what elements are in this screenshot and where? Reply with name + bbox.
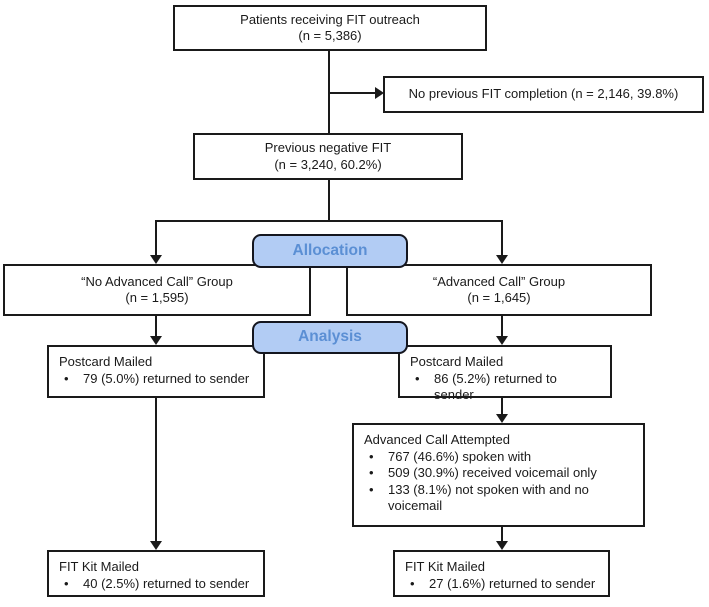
connector-right-group-to-postcard [501, 316, 503, 337]
connector-split-to-right-group [501, 220, 503, 256]
arrowhead-into-left-group [150, 255, 162, 264]
arrowhead-into-right-fit-kit [496, 541, 508, 550]
arrowhead-into-right-postcard [496, 336, 508, 345]
box-title: Advanced Call Attempted [364, 432, 510, 447]
box-advanced-call-group: “Advanced Call” Group (n = 1,645) [346, 264, 652, 316]
box-title: Postcard Mailed [410, 354, 504, 369]
phase-label-text: Allocation [292, 241, 368, 259]
connector-split-horizontal [155, 220, 503, 222]
bullet-item: 79 (5.0%) returned to sender [59, 371, 253, 388]
box-text-line: “Advanced Call” Group [432, 273, 566, 289]
connector-left-group-to-postcard [155, 316, 157, 337]
box-text-line: (n = 5,386) [298, 28, 362, 43]
box-text-line: No previous FIT completion (n = 2,146, 3… [408, 86, 679, 102]
connector-right-postcard-to-advanced-call [501, 398, 503, 415]
box-text-line: (n = 1,595) [125, 290, 189, 305]
box-postcard-mailed-right: Postcard Mailed 86 (5.2%) returned to se… [398, 345, 612, 402]
bullet-list: 767 (46.6%) spoken with 509 (30.9%) rece… [364, 449, 633, 515]
box-title: FIT Kit Mailed [59, 559, 139, 574]
box-no-previous-fit-completion: No previous FIT completion (n = 2,146, 3… [383, 76, 704, 113]
box-postcard-mailed-left: Postcard Mailed 79 (5.0%) returned to se… [47, 345, 265, 398]
box-text-line: (n = 1,645) [467, 290, 531, 305]
arrowhead-into-no-previous [375, 87, 384, 99]
connector-left-postcard-to-fit-kit [155, 398, 157, 542]
box-title: Postcard Mailed [59, 354, 153, 369]
box-text-line: (n = 3,240, 60.2%) [274, 156, 382, 172]
bullet-item: 509 (30.9%) received voicemail only [364, 465, 633, 482]
box-text-line: Previous negative FIT [264, 140, 392, 155]
arrowhead-into-right-group [496, 255, 508, 264]
arrowhead-into-left-postcard [150, 336, 162, 345]
box-text-line: “No Advanced Call” Group [81, 273, 233, 289]
connector-previous-negative-to-split [328, 180, 330, 222]
box-patients-receiving-fit-outreach: Patients receiving FIT outreach (n = 5,3… [173, 5, 487, 51]
box-previous-negative-fit: Previous negative FIT (n = 3,240, 60.2%) [193, 133, 463, 180]
bullet-list: 86 (5.2%) returned to sender [410, 371, 600, 404]
box-text-line: Patients receiving FIT outreach [240, 11, 420, 27]
bullet-item: 86 (5.2%) returned to sender [410, 371, 600, 404]
connector-split-to-left-group [155, 220, 157, 256]
bullet-list: 40 (2.5%) returned to sender [59, 576, 253, 593]
connector-advanced-call-to-fit-kit [501, 527, 503, 542]
bullet-list: 27 (1.6%) returned to sender [405, 576, 598, 593]
arrowhead-into-left-fit-kit [150, 541, 162, 550]
phase-label-allocation: Allocation [252, 234, 408, 268]
phase-label-text: Analysis [298, 328, 362, 346]
bullet-item: 40 (2.5%) returned to sender [59, 576, 253, 593]
box-fit-kit-mailed-right: FIT Kit Mailed 27 (1.6%) returned to sen… [393, 550, 610, 597]
bullet-list: 79 (5.0%) returned to sender [59, 371, 253, 388]
box-fit-kit-mailed-left: FIT Kit Mailed 40 (2.5%) returned to sen… [47, 550, 265, 597]
bullet-item: 767 (46.6%) spoken with [364, 449, 633, 466]
connector-branch-to-no-previous [329, 92, 376, 94]
phase-label-analysis: Analysis [252, 321, 408, 354]
box-advanced-call-attempted: Advanced Call Attempted 767 (46.6%) spok… [352, 423, 645, 527]
bullet-item: 133 (8.1%) not spoken with and no voicem… [364, 482, 633, 515]
arrowhead-into-advanced-call [496, 414, 508, 423]
bullet-item: 27 (1.6%) returned to sender [405, 576, 598, 593]
box-no-advanced-call-group: “No Advanced Call” Group (n = 1,595) [3, 264, 311, 316]
box-title: FIT Kit Mailed [405, 559, 485, 574]
